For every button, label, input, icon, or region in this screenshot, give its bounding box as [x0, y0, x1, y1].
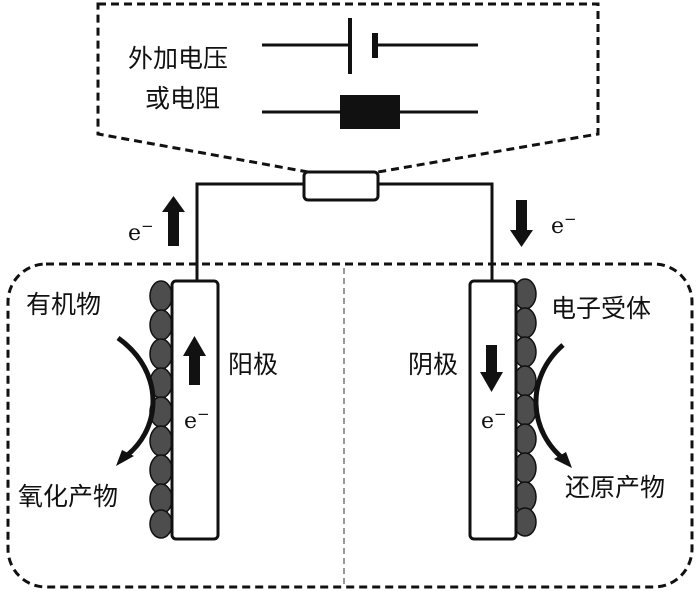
organic-matter-label: 有机物	[26, 290, 101, 319]
reactor-chamber	[6, 262, 694, 589]
reduction-product-label: 还原产物	[565, 473, 665, 502]
battery-symbol	[262, 18, 478, 74]
inset-label-line2: 或电阻	[145, 84, 220, 113]
external-circuit	[195, 182, 494, 283]
anode-label: 阳极	[228, 350, 278, 379]
oxidation-curve-arrow	[116, 335, 156, 462]
resistor-symbol	[262, 95, 478, 129]
electron-label-right: e−	[551, 210, 577, 239]
inset-label-line1: 外加电压	[128, 44, 228, 73]
electron-label-cathode: e−	[481, 405, 507, 434]
reduction-curve-arrow	[533, 343, 568, 463]
anode-electrode	[170, 279, 220, 541]
reduction-arrowhead-icon	[554, 452, 572, 468]
oxidation-product-label: 氧化产物	[18, 482, 118, 511]
arrow-up-left-icon	[162, 196, 185, 246]
anode-biofilm	[149, 280, 173, 539]
arrow-down-cathode-icon	[480, 345, 503, 392]
circuit-resistor	[302, 170, 380, 202]
cathode-electrode	[468, 279, 518, 541]
inset-callout	[96, 2, 600, 174]
electron-label-left: e−	[128, 217, 154, 246]
arrow-down-right-icon	[510, 200, 533, 247]
oxidation-arrowhead-icon	[116, 450, 134, 466]
electron-label-anode: e−	[184, 405, 210, 434]
arrow-up-anode-icon	[183, 336, 206, 385]
electron-acceptor-label: 电子受体	[551, 294, 651, 323]
cathode-label: 阴极	[408, 350, 458, 379]
